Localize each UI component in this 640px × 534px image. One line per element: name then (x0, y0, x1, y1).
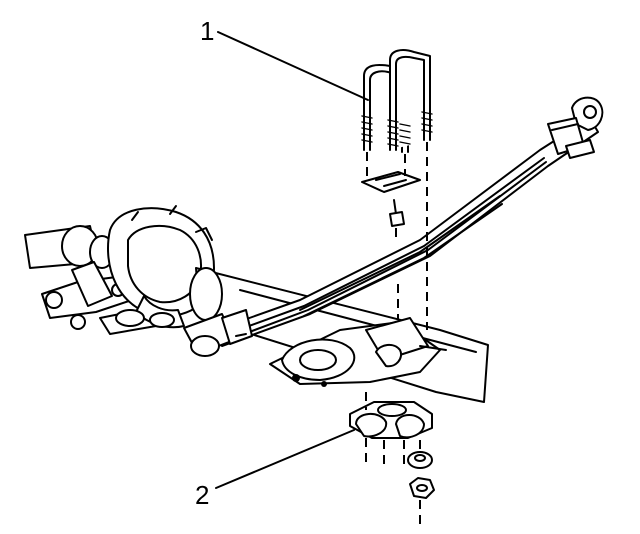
alignment-lines (365, 142, 428, 524)
leaf-spring (183, 96, 604, 357)
callout-2-label: 2 (195, 480, 209, 510)
spring-plate (349, 401, 433, 439)
axle-tube-left (24, 225, 115, 269)
washer (407, 451, 433, 469)
callout-2: 2 (195, 429, 355, 510)
differential-housing (107, 205, 215, 329)
callout-1: 1 (200, 16, 369, 101)
nut (409, 477, 435, 499)
u-bolts (361, 49, 433, 153)
spacer-plate (361, 171, 421, 227)
spring-seat (269, 317, 447, 387)
callout-1-label: 1 (200, 16, 214, 46)
